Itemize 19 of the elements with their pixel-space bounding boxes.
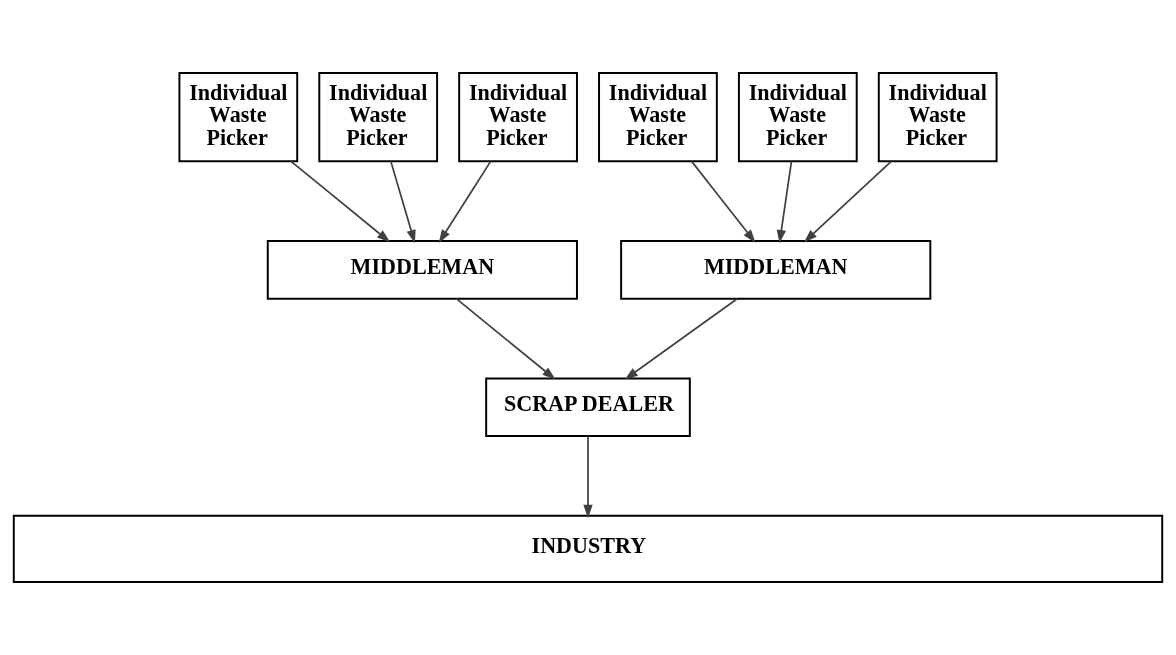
- node-box: MIDDLEMAN: [266, 240, 578, 300]
- arrow: [290, 160, 391, 243]
- node-box: Individual Waste Picker: [178, 71, 299, 163]
- node-box: Individual Waste Picker: [737, 71, 858, 163]
- node-box: Individual Waste Picker: [458, 71, 578, 163]
- arrow: [583, 435, 593, 519]
- arrow: [690, 160, 756, 243]
- arrow: [624, 297, 739, 380]
- arrow: [776, 160, 793, 244]
- node-box: Individual Waste Picker: [877, 71, 998, 163]
- arrow: [803, 160, 893, 243]
- node-box: SCRAP DEALER: [485, 377, 691, 438]
- node-box: MIDDLEMAN: [620, 240, 932, 300]
- node-box: INDUSTRY: [12, 514, 1164, 584]
- node-box: Individual Waste Picker: [318, 71, 439, 163]
- arrow: [455, 297, 556, 380]
- node-box: Individual Waste Picker: [598, 71, 718, 163]
- arrow: [390, 160, 416, 244]
- arrow: [438, 160, 492, 243]
